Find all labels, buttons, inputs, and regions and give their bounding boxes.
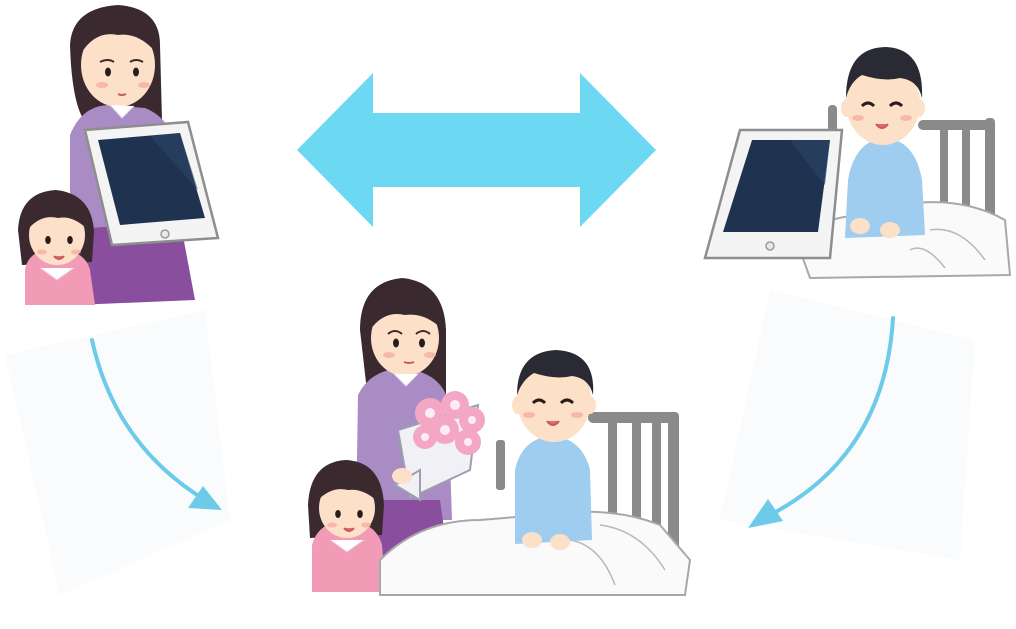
left-faint-panel [5, 310, 230, 595]
tablet-icon [705, 130, 842, 258]
patient-in-bed-video-call [705, 47, 1010, 278]
double-headed-arrow-icon [297, 73, 656, 227]
family-hospital-visit [308, 278, 690, 595]
mother-and-daughter-video-call [18, 5, 218, 305]
